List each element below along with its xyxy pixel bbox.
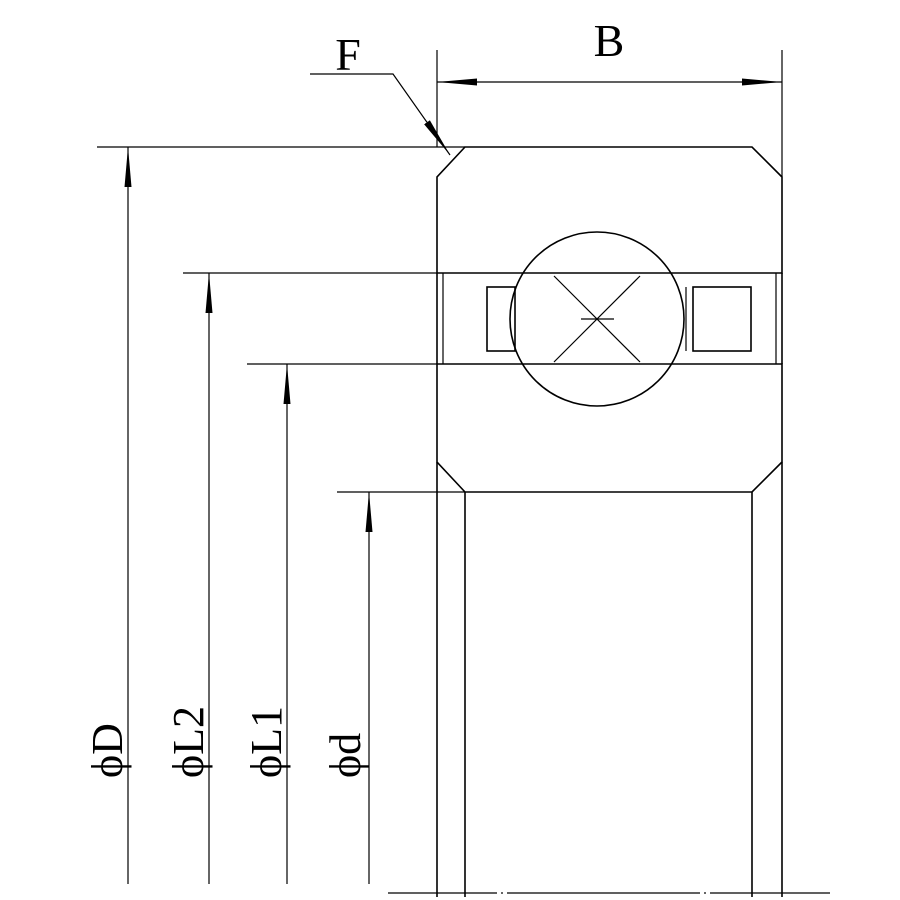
chamfer-label: F bbox=[335, 29, 361, 80]
outer-ring bbox=[436, 146, 783, 274]
rolling-ball bbox=[509, 231, 685, 407]
bore-label: ϕd bbox=[321, 733, 370, 778]
inner-ring bbox=[436, 363, 783, 493]
width-label: B bbox=[594, 15, 625, 66]
cage-left bbox=[486, 286, 516, 352]
outer-land-label: ϕL2 bbox=[164, 706, 213, 778]
cage-right bbox=[692, 286, 752, 352]
outer-diameter-label: ϕD bbox=[83, 723, 132, 778]
chamfer-leader bbox=[310, 73, 451, 156]
inner-land-label: ϕL1 bbox=[242, 706, 291, 778]
